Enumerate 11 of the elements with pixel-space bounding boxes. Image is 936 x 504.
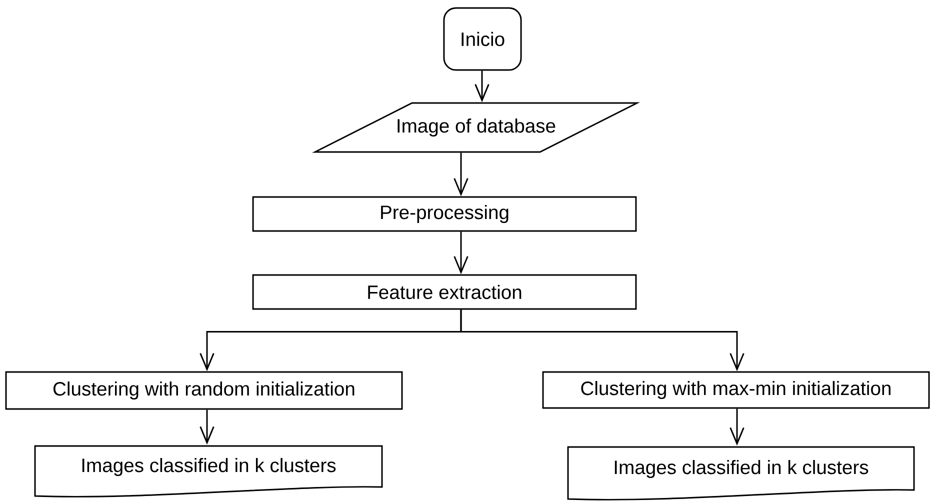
arrow (730, 408, 744, 446)
start-terminal: Inicio (443, 7, 522, 71)
arrow (454, 232, 468, 274)
process-box: Clustering with max-min initialization (542, 371, 930, 409)
arrow (474, 70, 490, 102)
arrow (454, 152, 468, 196)
process-box: Pre-processing (252, 196, 637, 232)
arrow (460, 310, 744, 372)
process-box: Clustering with random initialization (5, 371, 403, 410)
process-box: Feature extraction (252, 274, 637, 310)
arrow (200, 410, 214, 445)
